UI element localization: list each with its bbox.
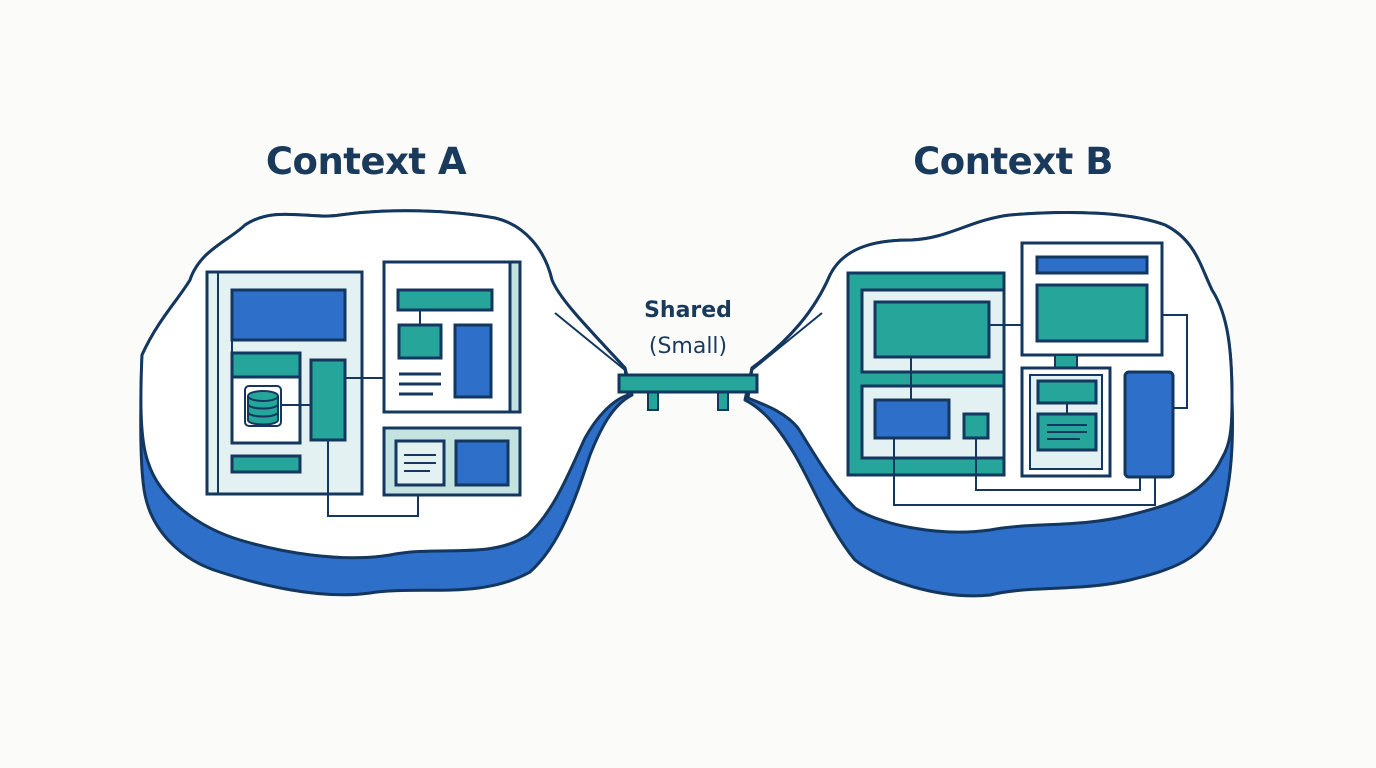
context-a-doc-sidebar [453,323,493,399]
context-b-connector [893,438,1156,506]
context-a-island [139,209,634,597]
shared-label: Shared [644,298,732,323]
context-a-bottom-block [454,439,510,487]
bridge-cable [751,312,823,371]
context-b-window-content [1035,283,1149,343]
context-a-title: Context A [265,140,467,183]
database-icon [244,385,282,427]
context-b-island [743,210,1234,598]
context-b-window-bar [1035,255,1149,275]
context-b-tall-column [1123,370,1175,479]
context-b-nested-bar [1036,379,1098,405]
context-a-db-card-header [230,351,302,379]
context-a-footer-bar [230,454,302,474]
context-a-vertical-bar [309,358,347,442]
bridge-cable [554,312,626,371]
context-b-title: Context B [913,140,1113,183]
context-a-doc-block [397,323,443,360]
context-a-header-block [230,288,347,342]
bridge-deck [617,373,759,394]
context-b-blue-block [873,398,951,440]
shared-size-note: (Small) [648,334,728,359]
context-a-doc-header [396,288,494,312]
context-b-teal-block [873,300,991,359]
context-b-small-square [962,412,990,440]
context-a-connector [327,440,419,517]
shared-kernel-bridge [554,312,823,411]
context-b-connector [975,438,1141,491]
context-b-connector [1162,314,1188,409]
